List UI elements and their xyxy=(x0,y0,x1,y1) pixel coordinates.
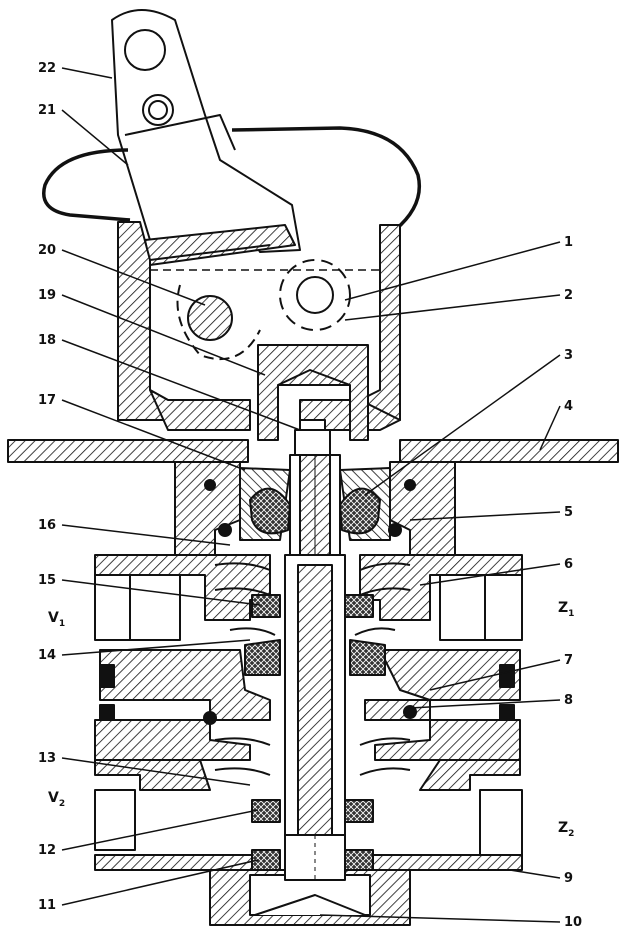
port-z1-label: Z1 xyxy=(558,600,574,619)
label-8: 8 xyxy=(564,693,573,708)
label-20: 20 xyxy=(38,243,56,258)
label-2: 2 xyxy=(564,288,573,303)
central-stem xyxy=(284,554,346,881)
label-21: 21 xyxy=(38,103,56,118)
label-11: 11 xyxy=(38,898,56,913)
label-6: 6 xyxy=(564,557,573,572)
lever xyxy=(111,9,301,266)
port-v1-label: V1 xyxy=(48,610,65,629)
label-4: 4 xyxy=(564,399,573,414)
plunger xyxy=(257,344,369,456)
cam-roller xyxy=(279,259,351,331)
label-12: 12 xyxy=(38,843,56,858)
rubber-boot xyxy=(42,126,422,232)
label-7: 7 xyxy=(564,653,573,668)
label-18: 18 xyxy=(38,333,56,348)
label-13: 13 xyxy=(38,751,56,766)
label-5: 5 xyxy=(564,505,573,520)
label-19: 19 xyxy=(38,288,56,303)
part-labels: 22 21 20 19 18 17 16 15 14 13 12 11 1 2 … xyxy=(38,61,582,930)
label-17: 17 xyxy=(38,393,56,408)
label-14: 14 xyxy=(38,648,56,663)
label-9: 9 xyxy=(564,871,573,886)
port-labels: V1 V2 Z1 Z2 xyxy=(48,600,574,839)
springs xyxy=(214,562,411,776)
label-22: 22 xyxy=(38,61,56,76)
label-3: 3 xyxy=(564,348,573,363)
middle-housing xyxy=(174,454,456,556)
mounting-plate xyxy=(7,439,619,463)
label-1: 1 xyxy=(564,235,573,250)
label-16: 16 xyxy=(38,518,56,533)
pivot-pin xyxy=(176,284,261,360)
label-10: 10 xyxy=(564,915,582,930)
seals xyxy=(203,479,417,871)
port-v2-label: V2 xyxy=(48,790,65,809)
leader-lines xyxy=(61,67,561,923)
port-z2-label: Z2 xyxy=(558,820,574,839)
label-15: 15 xyxy=(38,573,56,588)
